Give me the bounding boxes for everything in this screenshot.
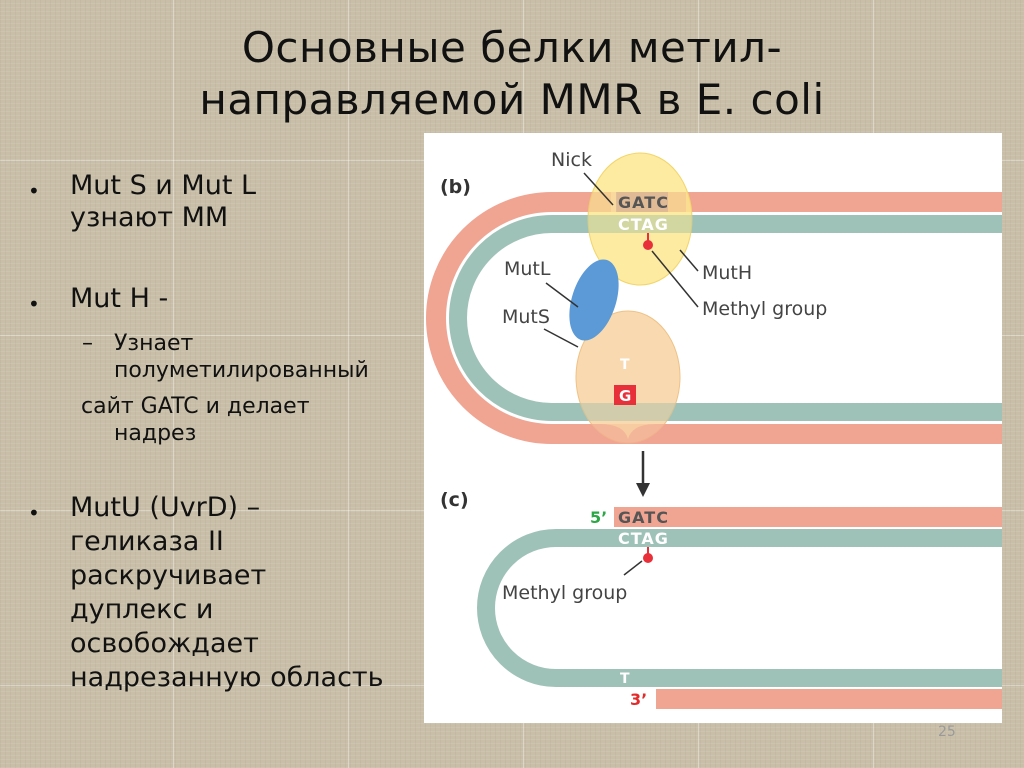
strand-overlay	[576, 192, 686, 212]
bullet-3-line-6: надрезанную область	[70, 662, 384, 693]
panel-c-label: (c)	[440, 489, 469, 511]
bullet-3-line-3: раскручивает	[70, 560, 267, 591]
panel-b-bottom-seq: CTAG	[618, 215, 669, 234]
bullet-1-line-2: узнают ММ	[70, 202, 229, 233]
mmr-diagram: (b) GATC CTAG T G Nick MutL	[426, 149, 1002, 709]
methyl-leader-c	[623, 560, 643, 576]
panel-c-top-seq: GATC	[618, 508, 669, 527]
muts-leader	[543, 328, 579, 348]
panel-b-outer-strand	[426, 192, 1002, 444]
methyl-leader-b	[651, 250, 699, 308]
bullet-3-line-1: MutU (UvrD) –	[70, 492, 261, 523]
methyl-label-c: Methyl group	[502, 582, 627, 604]
muts-label: MutS	[502, 306, 550, 328]
gatc-box	[616, 192, 668, 212]
mismatch-bulge	[576, 424, 680, 444]
mutl-protein	[569, 259, 619, 341]
bullet-dot: •	[28, 501, 40, 525]
bullet-3-line-4: дуплекс и	[70, 594, 214, 625]
mutl-leader	[545, 282, 579, 308]
sub-bullet-line-4: надрез	[114, 421, 197, 446]
bullet-3-line-5: освобождает	[70, 628, 259, 659]
bullet-dot: •	[28, 292, 40, 316]
nick-leader	[583, 172, 614, 206]
panel-b-base-g: G	[619, 387, 631, 405]
nick-label: Nick	[551, 149, 592, 171]
sub-bullet-dash: –	[82, 331, 93, 356]
bullet-2-line-1: Mut H -	[70, 283, 169, 314]
panel-c-base-t: T	[620, 671, 630, 687]
panel-b-base-t: T	[620, 357, 630, 373]
three-prime-label: 3’	[630, 690, 647, 709]
sub-bullet-line-3: сайт GATC и делает	[81, 394, 310, 419]
base-g-box	[614, 385, 636, 405]
panel-c-teal-strand	[477, 529, 1002, 687]
transition-arrow-head	[636, 483, 650, 497]
methyl-dot-c	[643, 553, 653, 563]
methyl-label-b: Methyl group	[702, 298, 827, 320]
bullet-3-line-2: геликаза II	[70, 526, 224, 557]
muth-label: MutH	[702, 262, 752, 284]
page-number: 25	[938, 724, 956, 740]
title-line-1: Основные белки метил-	[241, 23, 783, 72]
five-prime-label: 5’	[590, 508, 607, 527]
muth-leader	[679, 249, 699, 272]
bullet-dot: •	[28, 179, 40, 203]
sub-bullet-line-1: Узнает	[114, 331, 194, 356]
sub-bullet-line-2: полуметилированный	[114, 358, 369, 383]
panel-b-inner-strand	[449, 215, 1002, 421]
figure-panel: (b) GATC CTAG T G Nick MutL	[424, 133, 1002, 723]
strand-overlay	[584, 215, 694, 233]
mutl-label: MutL	[504, 258, 551, 280]
methyl-dot	[643, 240, 653, 250]
panel-c-top-strand	[614, 507, 1002, 527]
panel-b-label: (b)	[440, 176, 471, 198]
panel-c-bottom-strand	[656, 689, 1002, 709]
strand-overlay	[576, 403, 680, 421]
slide-title: Основные белки метил- направляемой MMR в…	[0, 22, 1024, 126]
bullet-1-line-1: Mut S и Mut L	[70, 170, 257, 201]
muth-protein	[587, 152, 693, 286]
title-line-2: направляемой MMR в E. coli	[199, 75, 825, 124]
panel-c-bottom-seq: CTAG	[618, 529, 669, 548]
panel-b-top-seq: GATC	[618, 193, 669, 212]
